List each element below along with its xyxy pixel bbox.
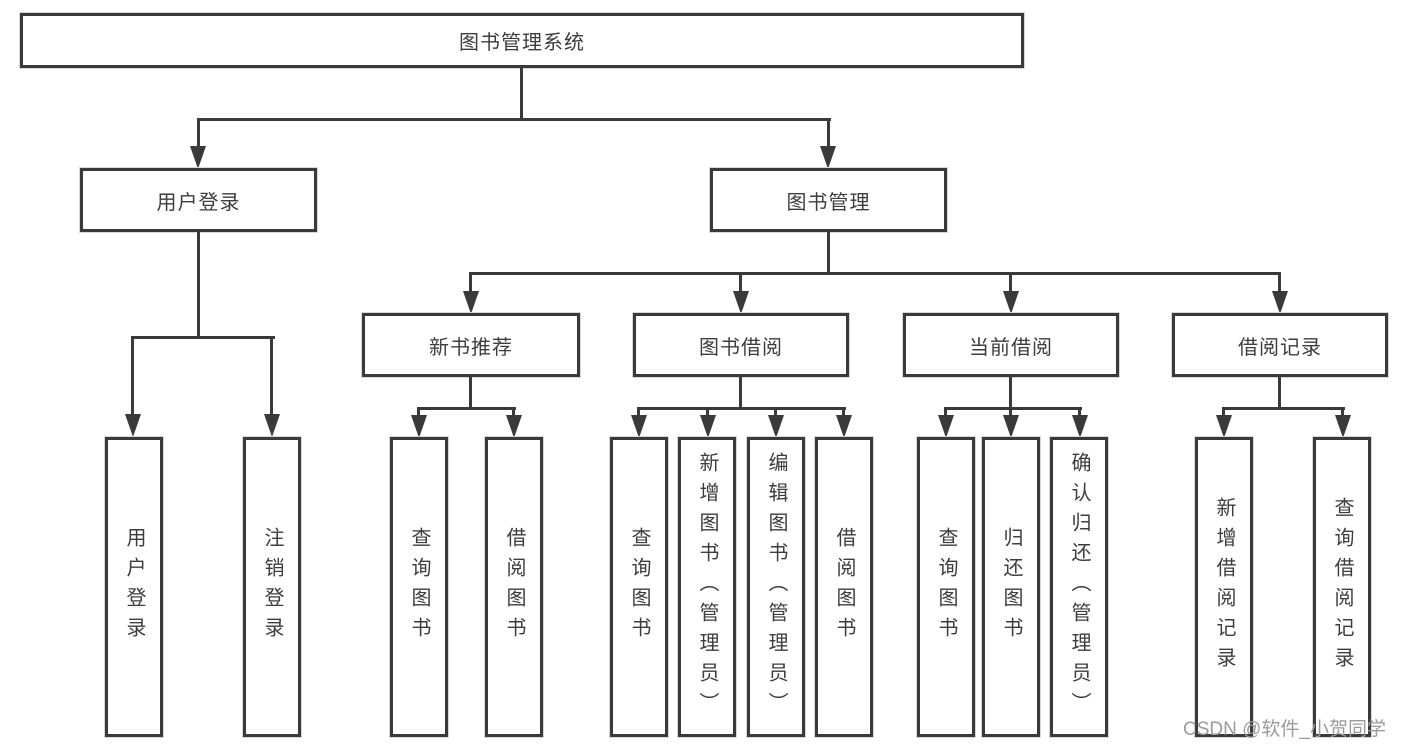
connector-line bbox=[131, 336, 134, 418]
leaf-query-books-borrow-label: 查询图书 bbox=[628, 527, 650, 647]
connector-line bbox=[827, 232, 830, 272]
connector-line bbox=[706, 407, 709, 419]
arrow-down-icon bbox=[190, 146, 206, 169]
connector-line bbox=[827, 118, 830, 150]
connector-line bbox=[637, 407, 846, 410]
arrow-down-icon bbox=[1335, 415, 1351, 438]
arrow-down-icon bbox=[1003, 291, 1019, 314]
leaf-query-books-rec-label: 查询图书 bbox=[408, 527, 430, 647]
arrow-down-icon bbox=[820, 146, 836, 169]
node-root: 图书管理系统 bbox=[20, 13, 1024, 68]
connector-line bbox=[197, 118, 831, 121]
leaf-add-borrow-record-label: 新增借阅记录 bbox=[1213, 497, 1235, 677]
arrow-down-icon bbox=[1072, 415, 1088, 438]
connector-line bbox=[1341, 407, 1344, 419]
connector-line bbox=[637, 407, 640, 419]
connector-line bbox=[469, 272, 472, 294]
connector-line bbox=[1278, 377, 1281, 407]
arrow-down-icon bbox=[264, 414, 280, 437]
leaf-add-book-admin: 新增图书（管理员） bbox=[678, 437, 736, 737]
arrow-down-icon bbox=[1216, 415, 1232, 438]
arrow-down-icon bbox=[411, 415, 427, 438]
arrow-down-icon bbox=[631, 415, 647, 438]
node-user-login: 用户登录 bbox=[80, 168, 317, 232]
arrow-down-icon bbox=[125, 414, 141, 437]
arrow-down-icon bbox=[938, 415, 954, 438]
connector-line bbox=[197, 232, 200, 336]
connector-line bbox=[469, 272, 1281, 275]
leaf-user-login-label: 用户登录 bbox=[123, 527, 145, 647]
node-current-borrow: 当前借阅 bbox=[903, 313, 1119, 377]
arrow-down-icon bbox=[463, 291, 479, 314]
connector-line bbox=[1278, 272, 1281, 294]
csdn-watermark: CSDN @软件_小贺同学 bbox=[1183, 719, 1386, 740]
connector-line bbox=[197, 118, 200, 150]
node-borrow-records: 借阅记录 bbox=[1172, 313, 1388, 377]
node-book-mgmt-label: 图书管理 bbox=[786, 191, 871, 214]
node-book-borrow-label: 图书借阅 bbox=[699, 336, 783, 359]
connector-line bbox=[1009, 407, 1012, 419]
arrow-down-icon bbox=[1272, 291, 1288, 314]
connector-line bbox=[944, 407, 947, 419]
node-book-mgmt: 图书管理 bbox=[710, 168, 947, 232]
leaf-borrow-books-rec-label: 借阅图书 bbox=[503, 527, 525, 647]
leaf-confirm-return-admin-label: 确认归还（管理员） bbox=[1068, 452, 1090, 722]
arrow-down-icon bbox=[1003, 415, 1019, 438]
connector-line bbox=[1222, 407, 1225, 419]
connector-line bbox=[739, 272, 742, 294]
connector-line bbox=[520, 68, 523, 118]
connector-line bbox=[1222, 407, 1345, 410]
node-borrow-records-label: 借阅记录 bbox=[1238, 336, 1322, 359]
leaf-confirm-return-admin: 确认归还（管理员） bbox=[1050, 437, 1108, 737]
leaf-borrow-books: 借阅图书 bbox=[815, 437, 873, 737]
arrow-down-icon bbox=[768, 415, 784, 438]
node-user-login-label: 用户登录 bbox=[156, 191, 241, 214]
leaf-query-books-borrow: 查询图书 bbox=[610, 437, 668, 737]
connector-line bbox=[512, 407, 515, 419]
node-current-borrow-label: 当前借阅 bbox=[969, 336, 1053, 359]
leaf-add-book-admin-label: 新增图书（管理员） bbox=[696, 452, 718, 722]
node-new-book-rec-label: 新书推荐 bbox=[429, 336, 513, 359]
leaf-query-books-rec: 查询图书 bbox=[390, 437, 448, 737]
leaf-user-login: 用户登录 bbox=[105, 437, 163, 737]
leaf-query-borrow-record: 查询借阅记录 bbox=[1313, 437, 1371, 737]
connector-line bbox=[944, 407, 1082, 410]
leaf-borrow-books-label: 借阅图书 bbox=[833, 527, 855, 647]
leaf-edit-book-admin-label: 编辑图书（管理员） bbox=[765, 452, 787, 722]
connector-line bbox=[842, 407, 845, 419]
connector-line bbox=[417, 407, 420, 419]
leaf-query-borrow-record-label: 查询借阅记录 bbox=[1331, 497, 1353, 677]
leaf-edit-book-admin: 编辑图书（管理员） bbox=[747, 437, 805, 737]
connector-line bbox=[739, 377, 742, 407]
arrow-down-icon bbox=[836, 415, 852, 438]
arrow-down-icon bbox=[700, 415, 716, 438]
leaf-query-books-current-label: 查询图书 bbox=[935, 527, 957, 647]
node-new-book-rec: 新书推荐 bbox=[362, 313, 580, 377]
connector-line bbox=[1078, 407, 1081, 419]
connector-line bbox=[270, 336, 273, 418]
leaf-return-book: 归还图书 bbox=[982, 437, 1040, 737]
arrow-down-icon bbox=[506, 415, 522, 438]
arrow-down-icon bbox=[733, 291, 749, 314]
connector-line bbox=[469, 377, 472, 407]
connector-line bbox=[1009, 377, 1012, 407]
leaf-add-borrow-record: 新增借阅记录 bbox=[1195, 437, 1253, 737]
leaf-borrow-books-rec: 借阅图书 bbox=[485, 437, 543, 737]
leaf-logout: 注销登录 bbox=[243, 437, 301, 737]
leaf-return-book-label: 归还图书 bbox=[1000, 527, 1022, 647]
connector-line bbox=[417, 407, 516, 410]
connector-line bbox=[774, 407, 777, 419]
leaf-query-books-current: 查询图书 bbox=[917, 437, 975, 737]
node-book-borrow: 图书借阅 bbox=[633, 313, 849, 377]
node-root-label: 图书管理系统 bbox=[459, 32, 585, 54]
leaf-logout-label: 注销登录 bbox=[261, 527, 283, 647]
connector-line bbox=[1009, 272, 1012, 294]
connector-line bbox=[131, 336, 275, 339]
